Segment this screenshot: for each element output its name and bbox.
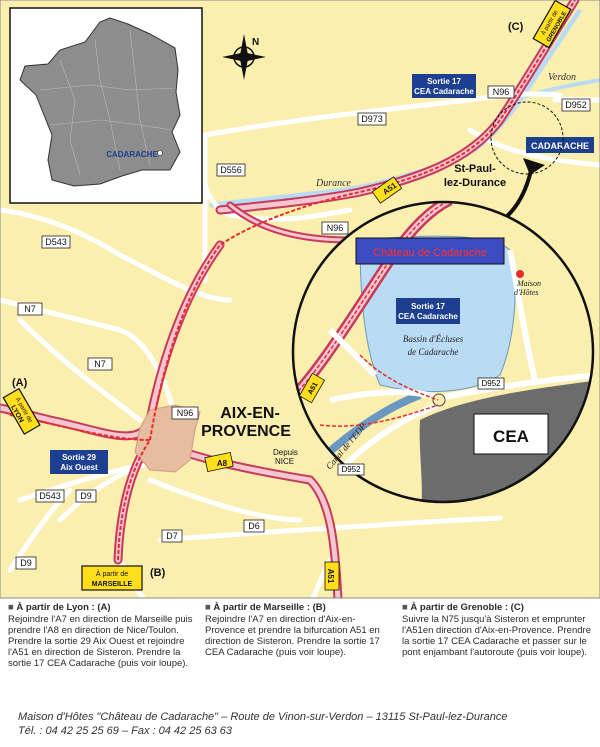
exit-17-zoom: Sortie 17 CEA Cadarache [396,298,460,324]
svg-text:N96: N96 [493,87,510,97]
verdon-label: Verdon [548,72,576,83]
road-label-n96: N96 [171,406,199,420]
svg-text:CEA: CEA [493,427,529,446]
svg-text:(B): (B) [150,567,166,579]
shield-a51: A51 [371,176,403,204]
stpaul-label-line1: St-Paul- [454,163,496,175]
shield-a8: A8 [204,451,234,473]
legend-lyon: À partir de Lyon : (A) Rejoindre l'A7 en… [8,602,194,669]
legend-lyon-title: À partir de Lyon : (A) [8,602,194,613]
depuis-label-line1: Depuis [273,448,298,457]
basin-label-line1: Bassin d'Écluses [403,334,464,344]
france-inset: CADARACHE [9,7,203,204]
exit-17-top: Sortie 17 CEA Cadarache [412,74,476,98]
svg-text:D6: D6 [248,521,260,531]
svg-text:D543: D543 [45,237,67,247]
svg-text:A51: A51 [326,569,335,584]
zoom-inset: Bassin d'Écluses de Cadarache Canal de l… [291,200,595,504]
road-label-d543: D543 [35,489,65,503]
road-label-d6: D6 [243,519,265,533]
road-number-labels: D973 D556 D543 N7 N7 N96 N96 N96 D952 D5… [15,85,591,570]
cadarache-badge: CADARACHE [526,137,594,153]
svg-text:(C): (C) [508,21,524,33]
svg-text:A8: A8 [217,459,228,468]
svg-text:D952: D952 [481,379,501,388]
legend-grenoble-text: Suivre la N75 jusqu'à Sisteron et emprun… [402,614,591,658]
svg-text:Sortie 17: Sortie 17 [427,77,461,86]
compass-icon: N [222,34,266,80]
svg-text:D543: D543 [39,491,61,501]
road-label-n96: N96 [321,221,349,235]
svg-text:Sortie 17: Sortie 17 [411,302,445,311]
depuis-label-line2: NICE [275,457,294,466]
motorway-shields: A8 A51 A51 [204,176,403,591]
road-label-n7: N7 [17,302,43,316]
basin-label-line2: de Cadarache [408,347,459,357]
svg-text:CEA Cadarache: CEA Cadarache [414,87,474,96]
maison-label-line2: d'Hôtes [514,288,538,297]
svg-text:CEA Cadarache: CEA Cadarache [398,312,458,321]
durance-label: Durance [315,178,352,189]
road-label-n96: N96 [487,85,515,99]
stpaul-label-line2: lez-Durance [444,177,506,189]
zoom-road-label-d952: D952 [477,377,505,390]
chateau-label-box: Château de Cadarache [355,237,505,265]
legend-lyon-text: Rejoindre l'A7 en direction de Marseille… [8,614,193,669]
svg-text:N96: N96 [327,223,344,233]
cadarache-dashed-circle [490,101,564,175]
svg-text:D9: D9 [80,491,92,501]
zoom-shield-a51: A51 [298,372,326,404]
road-label-d543: D543 [41,235,71,249]
road-label-d9: D9 [15,556,37,570]
svg-text:CADARACHE: CADARACHE [531,141,589,151]
svg-text:Sortie 29: Sortie 29 [62,453,96,462]
svg-text:MARSEILLE: MARSEILLE [92,581,133,588]
road-map: D973 D556 D543 N7 N7 N96 N96 N96 D952 D5… [0,0,600,599]
marker-b: À partir de MARSEILLE (B) [81,565,166,591]
zoom-road-label-d952: D952 [337,463,365,476]
svg-text:N96: N96 [177,408,194,418]
recommended-route [9,0,576,561]
svg-text:N7: N7 [94,359,106,369]
maison-label-line1: Maison [516,279,541,288]
maison-marker [516,270,524,278]
legend-marseille-text: Rejoindre l'A7 en direction d'Aix-en-Pro… [205,614,380,658]
zoom-arrow-head [523,158,545,175]
footer-address: Maison d'Hôtes "Château de Cadarache" – … [18,711,508,723]
exit-29: Sortie 29 Aix Ouest [50,450,108,474]
svg-text:D9: D9 [20,558,32,568]
road-label-d973: D973 [357,112,387,126]
svg-text:D7: D7 [166,531,178,541]
svg-text:N7: N7 [24,304,36,314]
aix-label-line2: PROVENCE [201,423,291,440]
shield-a51: A51 [324,561,340,591]
roundabout [432,393,446,407]
svg-text:(A): (A) [12,377,28,389]
contact-footer: Maison d'Hôtes "Château de Cadarache" – … [18,710,508,738]
legend-marseille-title: À partir de Marseille : (B) [205,602,391,613]
road-label-n7: N7 [87,357,113,371]
road-label-d556: D556 [216,163,246,177]
aix-label-line1: AIX-EN- [220,405,280,422]
road-label-d9: D9 [75,489,97,503]
legend-marseille: À partir de Marseille : (B) Rejoindre l'… [205,602,391,658]
cea-box: CEA [473,413,549,455]
svg-text:D973: D973 [361,114,383,124]
svg-text:D952: D952 [341,465,361,474]
footer-phone: Tél. : 04 42 25 25 69 – Fax : 04 42 25 6… [18,725,233,737]
road-label-d7: D7 [161,529,183,543]
svg-text:Château de Cadarache: Château de Cadarache [373,247,487,259]
legend-grenoble-title: À partir de Grenoble : (C) [402,602,592,613]
svg-text:D556: D556 [220,165,242,175]
road-label-d952: D952 [561,98,591,112]
svg-text:D952: D952 [565,100,587,110]
svg-text:Aix Ouest: Aix Ouest [60,463,98,472]
legend-grenoble: À partir de Grenoble : (C) Suivre la N75… [402,602,592,658]
svg-text:N: N [252,37,259,48]
svg-text:À partir de: À partir de [96,569,128,578]
cadarache-inset-label: CADARACHE [106,150,158,159]
